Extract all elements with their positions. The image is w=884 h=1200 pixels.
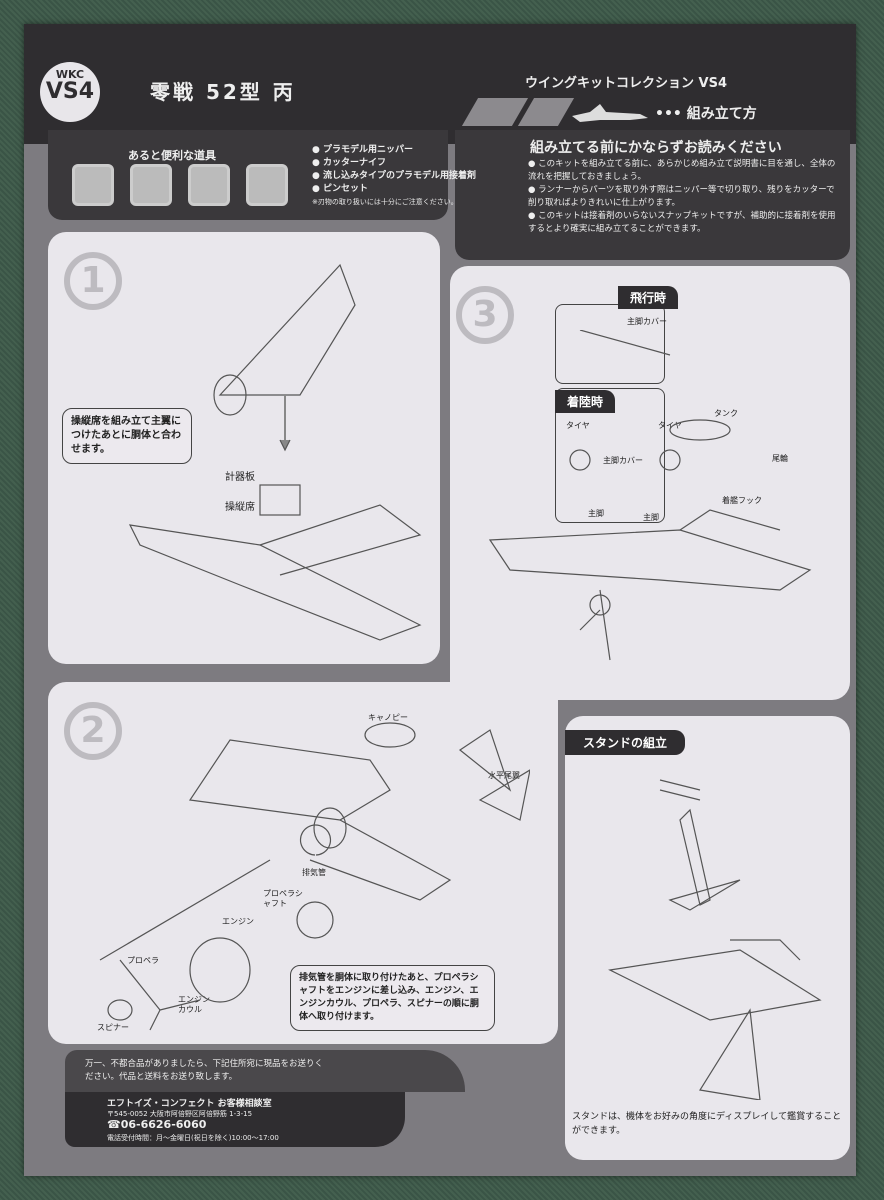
- plane-silhouette-icon: [572, 104, 648, 122]
- tool-item: プラモデル用ニッパー: [323, 145, 414, 155]
- company-name: エフトイズ・コンフェクト お客様相談室: [107, 1099, 272, 1109]
- label-engine-cowl: エンジンカウル: [178, 995, 210, 1014]
- step3-panel: [450, 266, 850, 700]
- assembly-heading: ••• 組み立て方: [655, 106, 757, 122]
- landing-tag: 着陸時: [555, 390, 616, 413]
- step3-number: 3: [456, 286, 514, 344]
- stand-note: スタンドは、機体をお好みの角度にディスプレイして鑑賞することができます。: [572, 1112, 842, 1136]
- cutter-knife-icon: [130, 164, 172, 206]
- notice-item: このキットは接着剤のいらないスナップキットですが、補助的に接着剤を使用するとより…: [528, 211, 836, 234]
- page-title: 零戦 52型 丙: [150, 80, 296, 104]
- badge-main: VS4: [45, 79, 95, 104]
- step2-number: 2: [64, 702, 122, 760]
- phone: ☎06-6626-6060: [107, 1118, 207, 1131]
- step1-callout: 操縦席を組み立て主翼につけたあとに胴体と合わせます。: [62, 408, 192, 464]
- label-stabilizer: 水平尾翼: [488, 771, 520, 780]
- header-band: [24, 24, 856, 144]
- step2-callout: 排気管を胴体に取り付けたあと、プロペラシャフトをエンジンに差し込み、エンジン、エ…: [290, 965, 495, 1031]
- notice-strip: [65, 1050, 465, 1092]
- notice-item: ランナーからパーツを取り外す際はニッパー等で切り取り、残りをカッターで削り取れば…: [528, 185, 835, 208]
- label-main-gear: 主脚: [643, 513, 659, 522]
- nipper-icon: [72, 164, 114, 206]
- flight-box: [555, 304, 665, 384]
- flight-tag: 飛行時: [618, 286, 679, 309]
- step3-illustration: [488, 330, 812, 661]
- label-tire: タイヤ: [658, 421, 682, 430]
- hours: 電話受付時間：月〜金曜日(祝日を除く)10:00〜17:00: [107, 1134, 279, 1142]
- label-tail-wheel: 尾輪: [772, 454, 788, 463]
- tools-heading: あると便利な道具: [128, 149, 216, 162]
- notice-heading: 組み立てる前にかならずお読みください: [530, 140, 782, 156]
- label-gear-cover: 主脚カバー: [627, 317, 667, 326]
- tools-list: ● プラモデル用ニッパー ● カッターナイフ ● 流し込みタイプのプラモデル用接…: [312, 144, 476, 209]
- label-gear-cover: 主脚カバー: [603, 456, 643, 465]
- contact-box: エフトイズ・コンフェクト お客様相談室 〒545-0052 大阪市阿倍野区阿倍野…: [65, 1092, 405, 1147]
- label-propeller-shaft: プロペラシャフト: [263, 889, 303, 908]
- label-engine: エンジン: [222, 917, 254, 926]
- tool-item: ピンセット: [323, 184, 369, 194]
- label-main-gear: 主脚: [588, 509, 604, 518]
- step1-number: 1: [64, 252, 122, 310]
- glue-bottle-icon: [188, 164, 230, 206]
- label-canopy: キャノピー: [368, 713, 408, 722]
- address: 〒545-0052 大阪市阿倍野区阿倍野筋 1-3-15: [107, 1110, 253, 1118]
- landing-box: [555, 388, 665, 523]
- label-arrester-hook: 着艦フック: [722, 496, 762, 505]
- defect-notice: 万一、不都合品がありましたら、下記住所宛に現品をお送りください。代品と送料をお送…: [85, 1059, 324, 1082]
- notice-list: ● このキットを組み立てる前に、あらかじめ組み立て説明書に目を通し、全体の流れを…: [528, 159, 836, 234]
- label-cockpit: 操縦席: [225, 502, 255, 513]
- stand-panel: [565, 716, 850, 1160]
- vs4-badge: WKC VS4: [40, 62, 100, 122]
- notice-item: このキットを組み立てる前に、あらかじめ組み立て説明書に目を通し、全体の流れを把握…: [528, 159, 836, 182]
- step2-illustration: [99, 722, 530, 1031]
- notice-box: [455, 130, 850, 260]
- step1-illustration: [128, 263, 422, 641]
- label-instrument-panel: 計器板: [225, 472, 255, 483]
- label-spinner: スピナー: [97, 1023, 129, 1032]
- tool-item: カッターナイフ: [323, 158, 387, 168]
- label-propeller: プロペラ: [127, 956, 159, 965]
- stand-tag: スタンドの組立: [565, 730, 686, 755]
- tools-note: ※刃物の取り扱いには十分にご注意ください。: [312, 198, 458, 206]
- tweezers-icon: [246, 164, 288, 206]
- label-exhaust: 排気管: [302, 868, 326, 877]
- series-title: ウイングキットコレクション VS4: [525, 76, 727, 91]
- stand-illustration: [608, 779, 822, 1100]
- badge-top: WKC: [55, 68, 85, 81]
- label-drop-tank: タンク: [714, 409, 738, 418]
- tool-item: 流し込みタイプのプラモデル用接着剤: [323, 171, 477, 181]
- label-tire: タイヤ: [566, 421, 590, 430]
